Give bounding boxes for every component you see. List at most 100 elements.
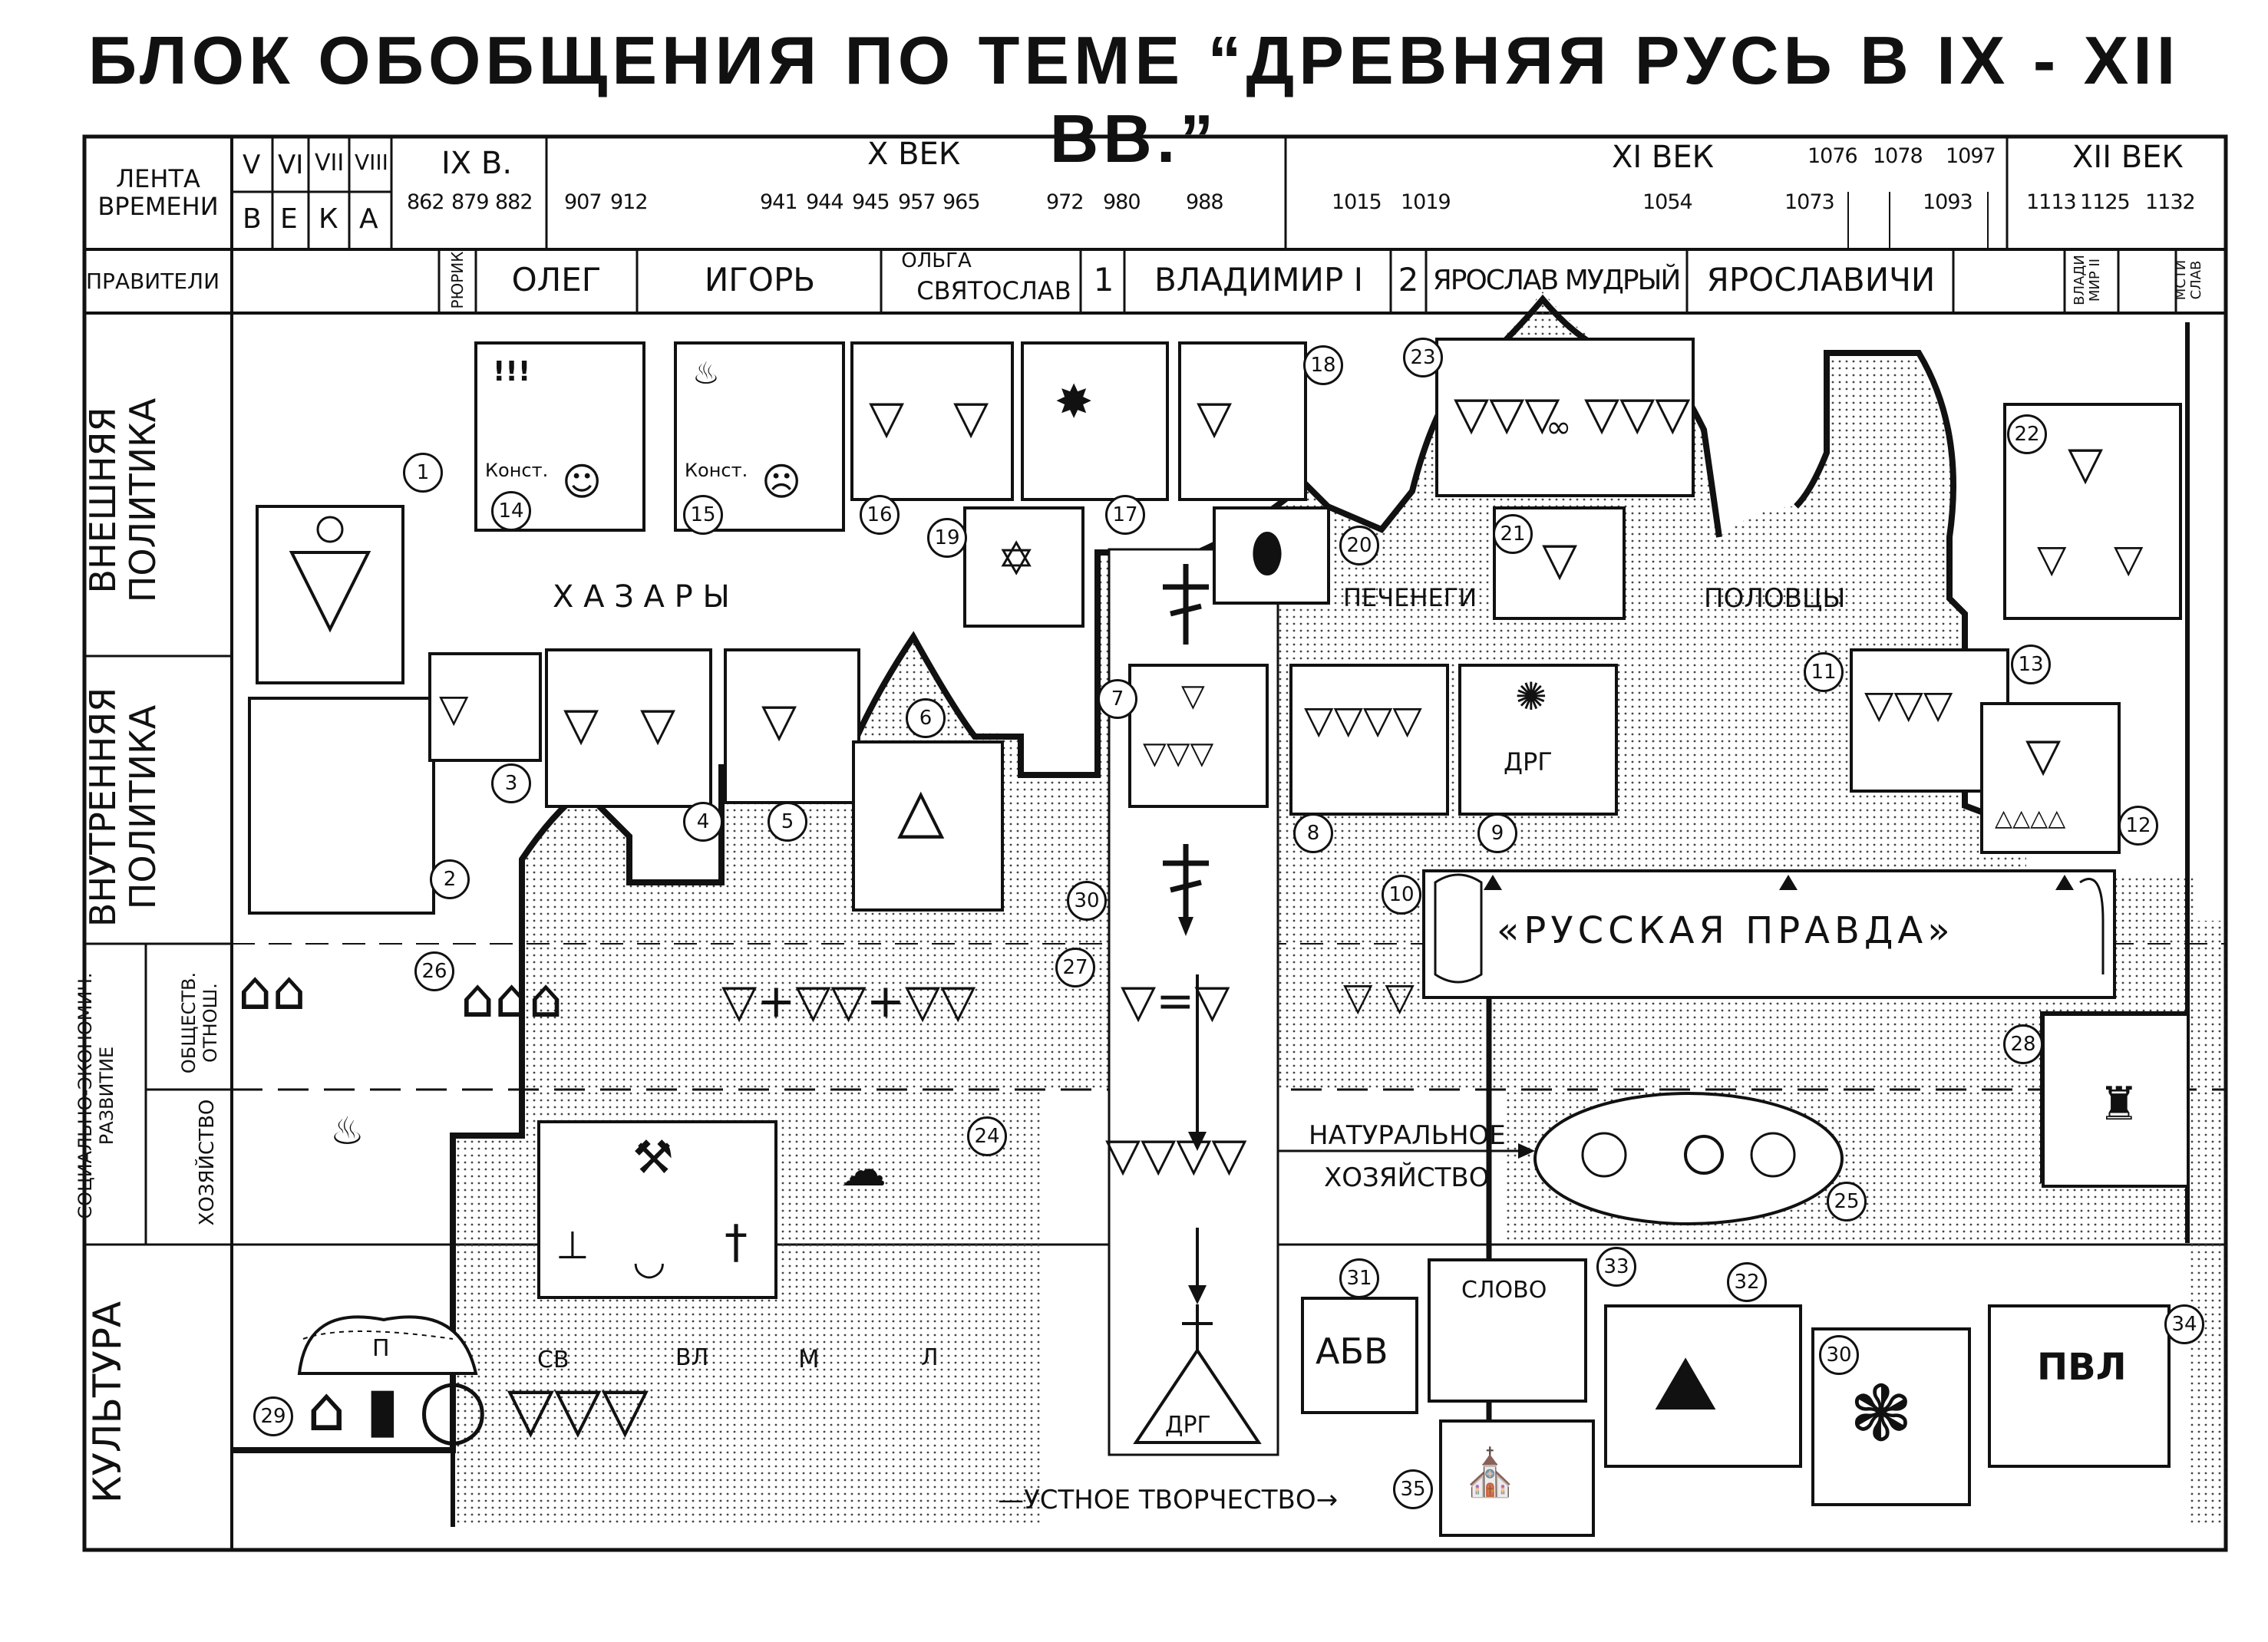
marker-34: 34 [2164,1304,2204,1344]
monastery-box-32: ⛰ [1604,1304,1802,1468]
domestic-policy-label: ВНУТРЕННЯЯ ПОЛИТИКА [82,687,163,928]
god-sv: СВ [537,1347,569,1373]
marker-21: 21 [1493,514,1533,554]
god-l: Л [921,1344,939,1371]
veka-letter-4: А [359,203,378,235]
sad-face-icon: ☹ [761,460,802,504]
marker-27: 27 [1055,948,1095,988]
crafts-box-24: ⚒ ◡ † ⊥ [537,1120,777,1299]
ornament-icon: ❃ [1849,1369,1913,1459]
marker-1: 1 [403,453,443,493]
drg-label: ДРГ [1504,747,1553,776]
foreign-policy-label: ВНЕШНЯЯ ПОЛИТИКА [82,397,163,603]
marker-17: 17 [1105,495,1145,535]
russkaya-pravda-label: «РУССКАЯ ПРАВДА» [1497,909,1955,952]
warriors-icon: ▽▽▽ [1864,682,1953,727]
people-icon: ▽▽▽ [1143,736,1214,771]
warrior-icon: ▽ [2068,437,2104,490]
century-vi: VI [278,150,304,180]
people-icon: ▽ ▽ [1343,974,1415,1019]
reform-box-6: △ [852,740,1004,912]
idols-icon: ⌂ ▮ ◯ ▽▽▽ [307,1373,649,1445]
tribute-box-3: ▽ [428,652,542,762]
houses-icon: ⌂⌂ [238,959,306,1022]
year-941: 941 [760,190,798,214]
campaign-box-16: ▽ ▽ [850,341,1014,501]
century-vii: VII [315,150,345,176]
crowned-warriors-icon: ▽▽▽ [1454,387,1560,440]
marker-4: 4 [683,802,723,842]
marker-22: 22 [2007,414,2047,454]
marker-10: 10 [1382,875,1421,915]
god-p: П [372,1335,390,1362]
marker-35: 35 [1393,1469,1433,1509]
warrior-icon: ▽ [2037,536,2067,581]
year-1078: 1078 [1873,144,1923,168]
sun-icon: ✺ [1515,674,1547,719]
ruler-oleg: ОЛЕГ [511,261,602,298]
ruler-vladimir: ВЛАДИМИР I [1154,261,1364,298]
year-1113: 1113 [2026,190,2077,214]
shield-icon: ⬮ [1250,521,1284,584]
city-box-28: ♜ [2042,1013,2190,1188]
century-v: V [243,150,261,180]
revolt-box-5: ▽ [724,648,860,804]
veka-letter-3: К [319,203,338,235]
marriage-box-23: ▽▽▽ ∞ ▽▽▽ [1435,338,1695,497]
warrior-icon: ▽ [1181,678,1205,714]
cave-icon: ⛰ [1653,1338,1718,1428]
year-1076: 1076 [1807,144,1858,168]
exclaim-icon: !!! [493,356,531,387]
sheep-icon: ☁ [840,1143,886,1197]
marker-29: 29 [253,1396,293,1436]
marker-24: 24 [967,1116,1007,1156]
ruler-yaroslav: ЯРОСЛАВ МУДРЫЙ [1432,265,1682,296]
ustnoe-label: —УСТНОЕ ТВОРЧЕСТВО→ [998,1485,1339,1515]
social-relations-label: ОБЩЕСТВ. ОТНОШ. [178,971,221,1074]
monomakh-box-22: ▽ ▽ ▽ [2003,403,2182,620]
school-box-35: ⛪ [1439,1419,1595,1537]
marker-19: 19 [927,518,967,558]
warrior-icon: ▽ [2025,728,2062,782]
shield-box-20: ⬮ [1213,506,1330,605]
slovo-label: СЛОВО [1461,1277,1547,1304]
warrior-icon: ▽ [869,391,905,444]
warrior-icon: ▽ [761,694,797,747]
konst-label-15: Конст. [685,460,748,481]
warrior-icon: ▽ [563,697,599,751]
marker-18: 18 [1303,345,1343,385]
houses-icon: ⌂⌂⌂ [461,967,563,1030]
fire-icon: ♨ [330,1109,365,1153]
ruler-num-1: 1 [1093,261,1114,298]
marker-2: 2 [430,859,470,899]
marker-13: 13 [2011,645,2051,684]
happy-face-icon: ☺ [562,460,602,504]
warrior-icon: ▽ [2114,536,2144,581]
marker-7: 7 [1098,679,1137,719]
city-icon: ♜ [2098,1077,2140,1131]
pvl-label: ПВЛ [2037,1346,2127,1389]
year-988: 988 [1186,190,1224,214]
marker-5: 5 [768,802,807,842]
abv-label: АБВ [1316,1330,1388,1372]
pechenegi-label: ПЕЧЕНЕГИ [1343,583,1477,612]
church-icon: ⛪ [1461,1446,1519,1500]
ruler-svyatoslav: СВЯТОСЛАВ [916,276,1071,305]
bowl-icon: ◡ [632,1238,666,1283]
marker-26: 26 [414,951,454,991]
warriors-icon: ▽▽▽▽ [1304,697,1422,742]
marker-23: 23 [1403,338,1443,378]
marker-6: 6 [906,698,946,738]
year-1073: 1073 [1784,190,1835,214]
peasants-icon: ▽▽▽▽ [1105,1128,1247,1182]
fire-icon: ♨ [692,356,720,391]
marker-30b: 30 [1819,1335,1859,1375]
slovo-box-33: СЛОВО [1428,1258,1587,1403]
year-907: 907 [564,190,602,214]
year-912: 912 [610,190,649,214]
ruler-mstislav: МСТИ СЛАВ [2173,259,2204,301]
drg-culture-label: ДРГ [1165,1412,1211,1439]
year-1015: 1015 [1332,190,1382,214]
warrior-icon: ▽ [1197,391,1233,444]
campaign-box-19: ✡ [963,506,1084,628]
